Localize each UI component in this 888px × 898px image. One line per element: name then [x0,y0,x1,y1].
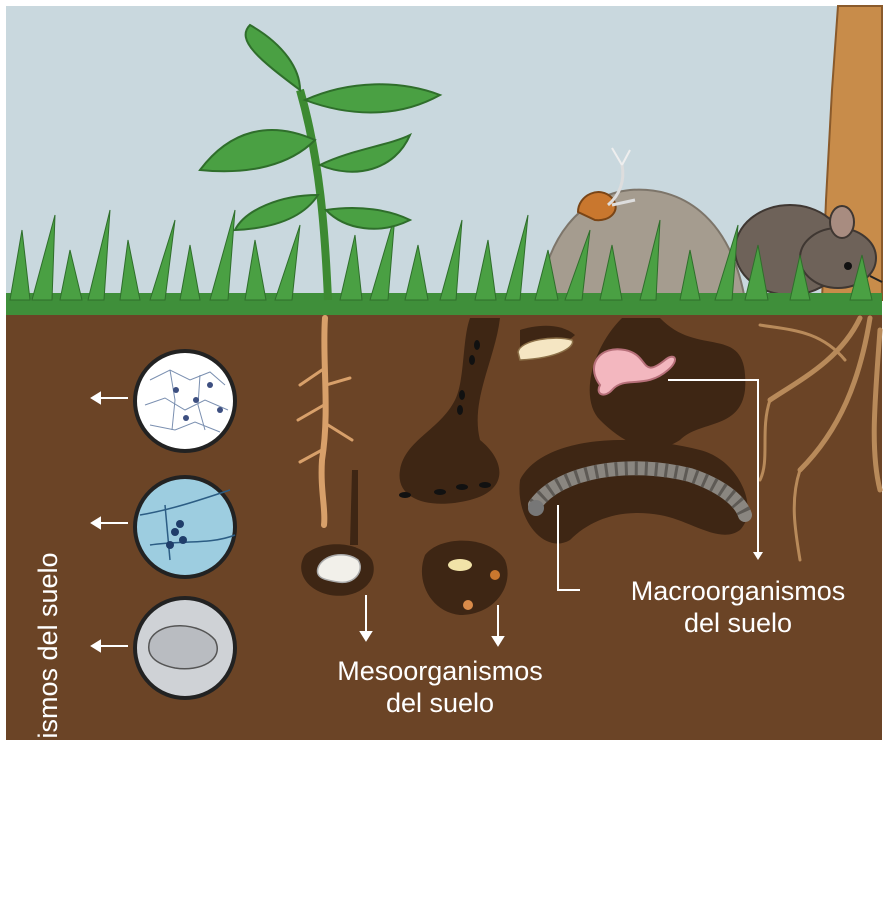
micro-circle-bacteria [135,351,235,451]
macro-label: Macroorganismos del suelo [598,575,878,639]
micro-label: Microorganismos del suelo [32,528,64,898]
macro-label-line1: Macroorganismos [598,575,878,607]
micro-circle-fungi [135,477,235,577]
mite-icon [490,570,500,580]
mite-icon [463,600,473,610]
mite-icon [448,559,472,571]
macro-label-line2: del suelo [598,607,878,639]
meso-label-line1: Mesoorganismos [300,655,580,687]
micro-circle-protozoa [135,598,235,698]
meso-label-line2: del suelo [300,687,580,719]
meso-label: Mesoorganismos del suelo [300,655,580,719]
grub-icon [317,555,360,583]
